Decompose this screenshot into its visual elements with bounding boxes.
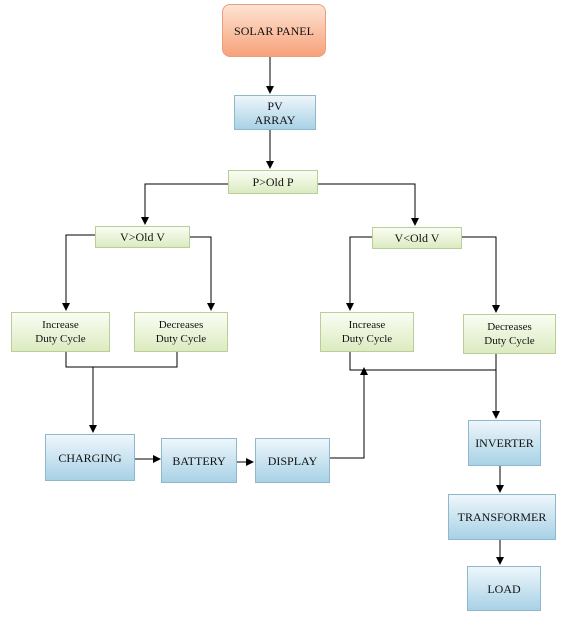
- decreases-duty-cycle-left: Decreases Duty Cycle: [134, 312, 228, 352]
- display-label: DISPLAY: [267, 453, 318, 468]
- arrow-display-to-merge: [330, 367, 368, 459]
- charging-node: CHARGING: [45, 434, 135, 481]
- merge-right: [349, 352, 497, 371]
- arrow-vgt-to-decreases: [190, 236, 215, 311]
- v-lt-old-v-node: V<Old V: [372, 227, 462, 249]
- decreases-duty-cycle-right-label: Decreases Duty Cycle: [484, 321, 535, 347]
- v-lt-old-v-label: V<Old V: [394, 231, 440, 245]
- load-node: LOAD: [467, 566, 541, 611]
- pv-array-label: PV ARRAY: [254, 98, 296, 127]
- v-gt-old-v-node: V>Old V: [95, 226, 190, 248]
- increase-duty-cycle-left-label: Increase Duty Cycle: [35, 319, 86, 345]
- arrow-vlt-to-decreases: [462, 236, 500, 313]
- decreases-duty-cycle-left-label: Decreases Duty Cycle: [155, 319, 207, 345]
- arrow-vlt-to-increase: [346, 236, 372, 311]
- battery-node: BATTERY: [161, 438, 237, 483]
- transformer-node: TRANSFORMER: [448, 494, 556, 540]
- inverter-label: INVERTER: [475, 436, 534, 450]
- arrow-vgt-to-increase: [62, 234, 95, 311]
- increase-duty-cycle-right-label: Increase Duty Cycle: [341, 319, 393, 345]
- load-label: LOAD: [487, 581, 521, 596]
- decreases-duty-cycle-right: Decreases Duty Cycle: [463, 314, 556, 354]
- battery-label: BATTERY: [172, 453, 226, 468]
- arrow-p-to-vlt: [318, 183, 419, 226]
- transformer-label: TRANSFORMER: [457, 510, 547, 524]
- solar-panel-node: SOLAR PANEL: [222, 4, 326, 57]
- increase-duty-cycle-left: Increase Duty Cycle: [11, 312, 110, 352]
- display-node: DISPLAY: [255, 438, 330, 483]
- p-gt-old-p-node: P>Old P: [228, 170, 318, 194]
- v-gt-old-v-label: V>Old V: [120, 230, 165, 244]
- p-gt-old-p-label: P>Old P: [252, 175, 294, 189]
- solar-panel-label: SOLAR PANEL: [234, 23, 314, 38]
- charging-label: CHARGING: [58, 450, 122, 465]
- arrow-p-to-vgt: [141, 183, 228, 225]
- inverter-node: INVERTER: [468, 420, 541, 466]
- increase-duty-cycle-right: Increase Duty Cycle: [320, 312, 414, 352]
- pv-array-node: PV ARRAY: [234, 95, 316, 130]
- merge-left: [65, 352, 178, 368]
